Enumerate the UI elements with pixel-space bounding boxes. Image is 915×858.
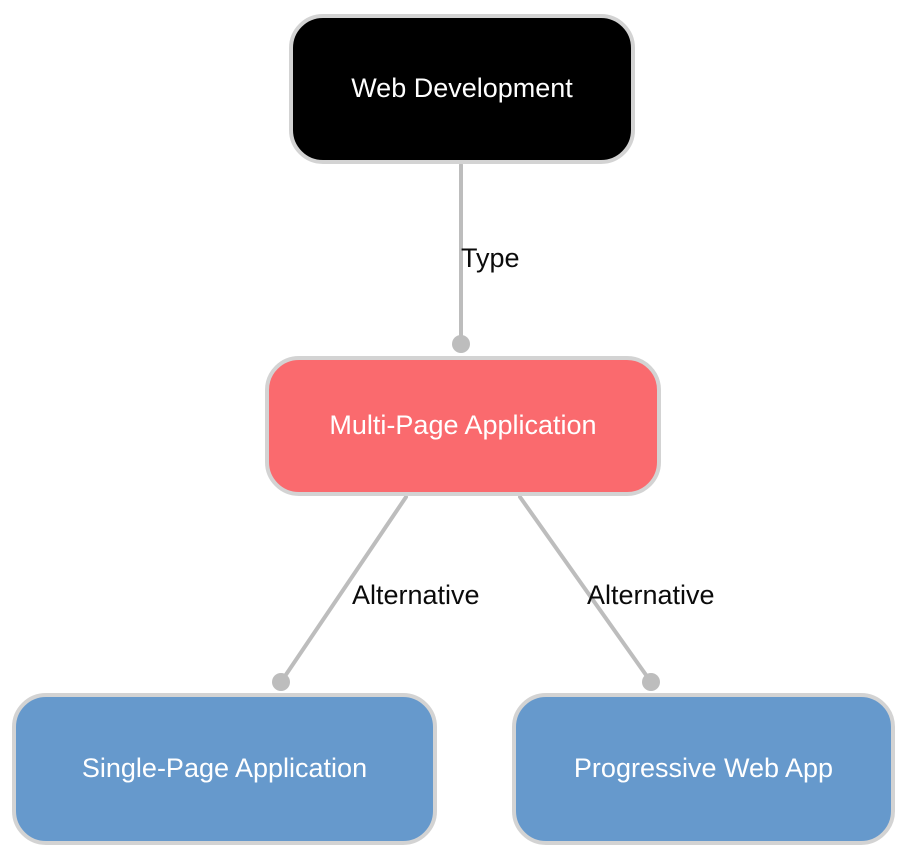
node-progressive-web-app-label: Progressive Web App bbox=[573, 753, 834, 784]
edge-label-alternative-right: Alternative bbox=[587, 580, 715, 610]
edge-alternative-right-endpoint-dot bbox=[642, 673, 660, 691]
edge-type-connector[interactable] bbox=[452, 163, 470, 353]
edge-alternative-right-connector[interactable] bbox=[518, 495, 660, 691]
node-web-development-label: Web Development bbox=[351, 73, 573, 104]
edge-alternative-left-line bbox=[279, 495, 408, 684]
node-multi-page-application-label: Multi-Page Application bbox=[329, 410, 597, 441]
edge-alternative-left-endpoint-dot bbox=[272, 673, 290, 691]
node-progressive-web-app[interactable]: Progressive Web App bbox=[512, 693, 895, 845]
node-multi-page-application[interactable]: Multi-Page Application bbox=[265, 356, 661, 496]
edge-label-alternative-left: Alternative bbox=[352, 580, 480, 610]
edge-alternative-right-line bbox=[518, 495, 653, 684]
edge-type-endpoint-dot bbox=[452, 335, 470, 353]
node-single-page-application[interactable]: Single-Page Application bbox=[12, 693, 437, 845]
edge-alternative-left-connector[interactable] bbox=[272, 495, 408, 691]
edge-label-type: Type bbox=[461, 243, 520, 273]
node-web-development[interactable]: Web Development bbox=[289, 14, 635, 164]
node-single-page-application-label: Single-Page Application bbox=[81, 753, 368, 784]
